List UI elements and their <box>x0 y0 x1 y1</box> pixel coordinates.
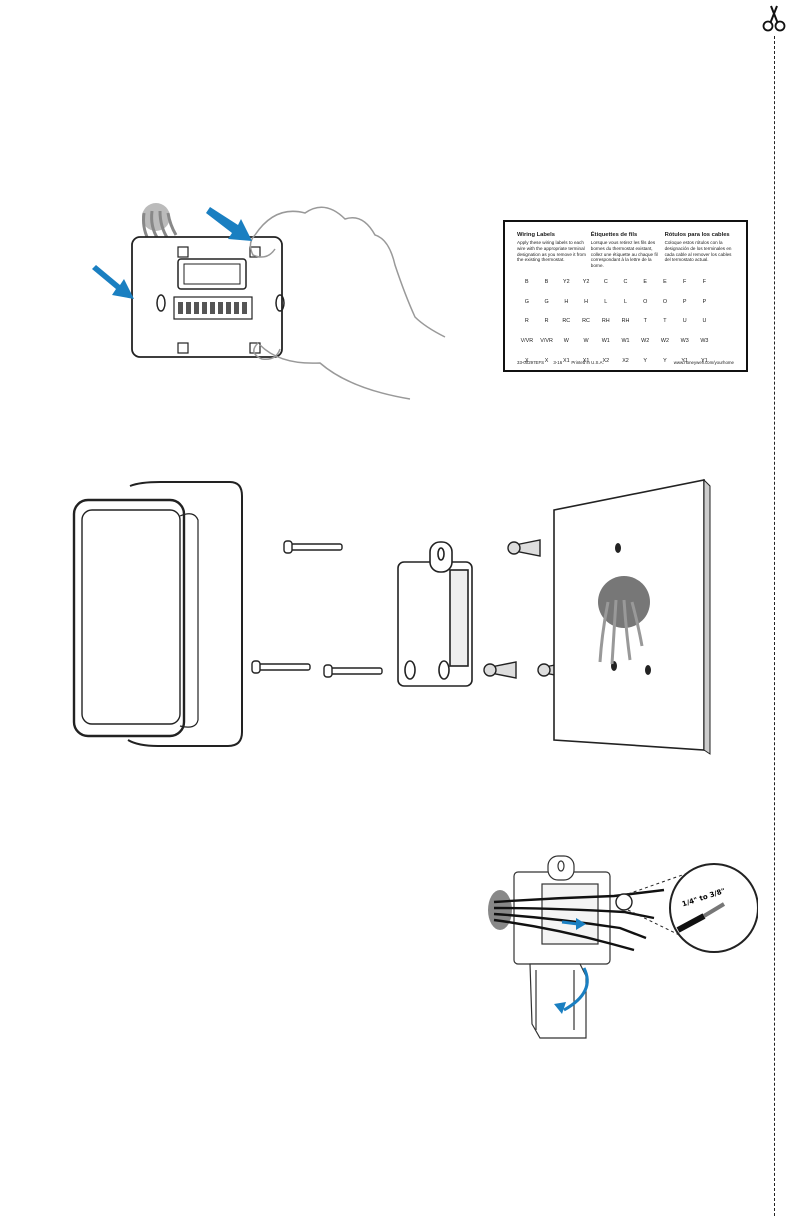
terminal-label: W <box>563 338 569 345</box>
rotate-arrow-icon <box>563 967 589 1012</box>
terminal-label: Y2 <box>582 278 590 285</box>
terminal-label: C <box>603 278 608 285</box>
terminal-label: RH <box>621 318 630 325</box>
wiring-illustration: 1/4" to 3/8" <box>488 855 758 1039</box>
terminal-label: G <box>524 298 529 305</box>
terminal-label-grid: B B Y2 Y2 C C E E F F G G H H L L O O P P R R RC RC RH RH T T U U V/VR… <box>517 279 734 365</box>
website: www.honeywell.com/yourhome <box>673 359 734 365</box>
terminal-label: R <box>524 318 529 325</box>
terminal-label <box>714 318 734 325</box>
terminal-label: W2 <box>641 338 650 345</box>
terminal-label: X <box>525 357 529 364</box>
terminal-label: RC <box>562 318 571 325</box>
push-arrow-icon <box>206 207 252 241</box>
terminal-label <box>714 338 734 345</box>
wall-anchor-icon <box>483 661 517 679</box>
terminal-label: Y <box>663 357 667 364</box>
label-heading-fr: Étiquettes de fils Lorsque vous retirez … <box>590 232 658 269</box>
terminal-label: E <box>663 278 667 285</box>
terminal-label: X2 <box>622 357 629 364</box>
terminal-label: T <box>643 318 647 325</box>
terminal-label: W2 <box>660 338 669 345</box>
terminal-label: V/VR <box>520 338 534 345</box>
terminal-label <box>714 279 734 286</box>
terminal-label: Y1 <box>681 357 688 364</box>
terminal-label: U <box>702 318 707 325</box>
terminal-label: B <box>544 278 549 285</box>
terminal-label: RC <box>582 318 590 325</box>
date-code: 3-16 <box>553 359 563 365</box>
part-number: 33-00297EFS <box>517 359 545 365</box>
screw-icon <box>323 664 383 678</box>
terminal-label: W3 <box>700 338 709 345</box>
wiring-labels-card: Wiring Labels Apply these wiring labels … <box>503 220 748 372</box>
terminal-label: Y2 <box>563 278 570 285</box>
wiring-door <box>529 963 587 1039</box>
label-heading-es: Rótulos para los cables Coloque estos ró… <box>664 232 732 263</box>
terminal-label: V/VR <box>540 338 553 345</box>
terminal-label: X1 <box>582 357 590 364</box>
screw-icon <box>283 540 343 554</box>
terminal-label: C <box>623 278 628 285</box>
terminal-label: W <box>583 338 589 345</box>
thermostat-body <box>72 481 243 747</box>
screw-icon <box>251 660 311 674</box>
terminal-label: O <box>643 298 648 305</box>
wallplate-removal-illustration <box>92 203 446 400</box>
terminal-label: W3 <box>680 338 689 345</box>
terminal-label: E <box>643 278 648 285</box>
terminal-label: Y <box>643 357 648 364</box>
scissors-icon <box>762 5 786 32</box>
terminal-label: W1 <box>621 338 630 345</box>
terminal-label: P <box>702 298 707 305</box>
cut-line <box>774 36 775 1216</box>
terminal-label: R <box>544 318 549 325</box>
push-arrow-icon <box>92 265 134 299</box>
terminal-label: L <box>623 298 627 305</box>
terminal-label: O <box>662 298 668 305</box>
terminal-label: F <box>683 278 687 285</box>
terminal-label: P <box>682 298 687 305</box>
terminal-label: H <box>564 298 569 305</box>
mounting-exploded-illustration <box>72 478 711 755</box>
terminal-label: H <box>584 298 588 305</box>
terminal-label: Y1 <box>701 357 708 364</box>
terminal-label: B <box>525 278 529 285</box>
terminal-label: X1 <box>563 357 570 364</box>
wall-anchor-icon <box>507 539 541 557</box>
terminal-label: X2 <box>602 357 610 364</box>
printed-in: Printed in U.S.A. <box>571 359 604 365</box>
label-heading-en: Wiring Labels Apply these wiring labels … <box>517 232 586 263</box>
terminal-label: G <box>544 298 549 305</box>
hand <box>254 206 446 400</box>
mounting-plate <box>397 541 473 687</box>
wall-panel <box>553 478 711 755</box>
terminal-label: L <box>604 298 608 305</box>
wire-bundle-icon <box>142 203 178 240</box>
terminal-label: W1 <box>601 338 610 345</box>
terminal-label <box>714 299 734 306</box>
terminal-label: F <box>702 278 707 285</box>
terminal-label: RH <box>601 318 610 325</box>
terminal-label: T <box>663 318 667 325</box>
wire-bundle-icon <box>493 888 665 952</box>
terminal-label: U <box>682 318 687 325</box>
terminal-label: X <box>544 357 549 364</box>
